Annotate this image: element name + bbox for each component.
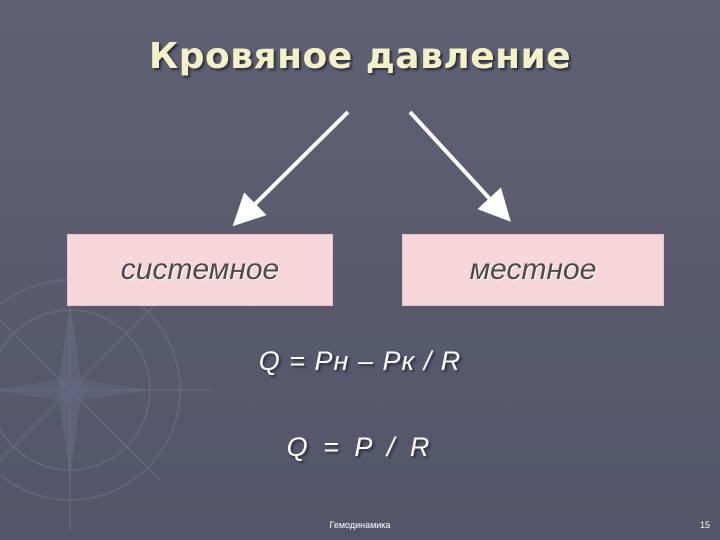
- formula-flow-simplified: Q = P / R: [286, 432, 434, 462]
- systemic-pressure-label: системное: [120, 253, 280, 286]
- arrow-down-right-icon: [408, 110, 511, 222]
- slide-title: Кровяное давление: [148, 36, 572, 77]
- local-pressure-label: местное: [469, 253, 597, 286]
- systemic-pressure-box: системное: [67, 234, 333, 306]
- page-number: 15: [700, 520, 711, 530]
- footer-title: Гемодинамика: [329, 520, 391, 530]
- formula-flow-pressure-difference: Q = Pн – Pк / R: [258, 346, 462, 376]
- arrow-down-left-icon: [232, 110, 350, 227]
- local-pressure-box: местное: [402, 234, 664, 306]
